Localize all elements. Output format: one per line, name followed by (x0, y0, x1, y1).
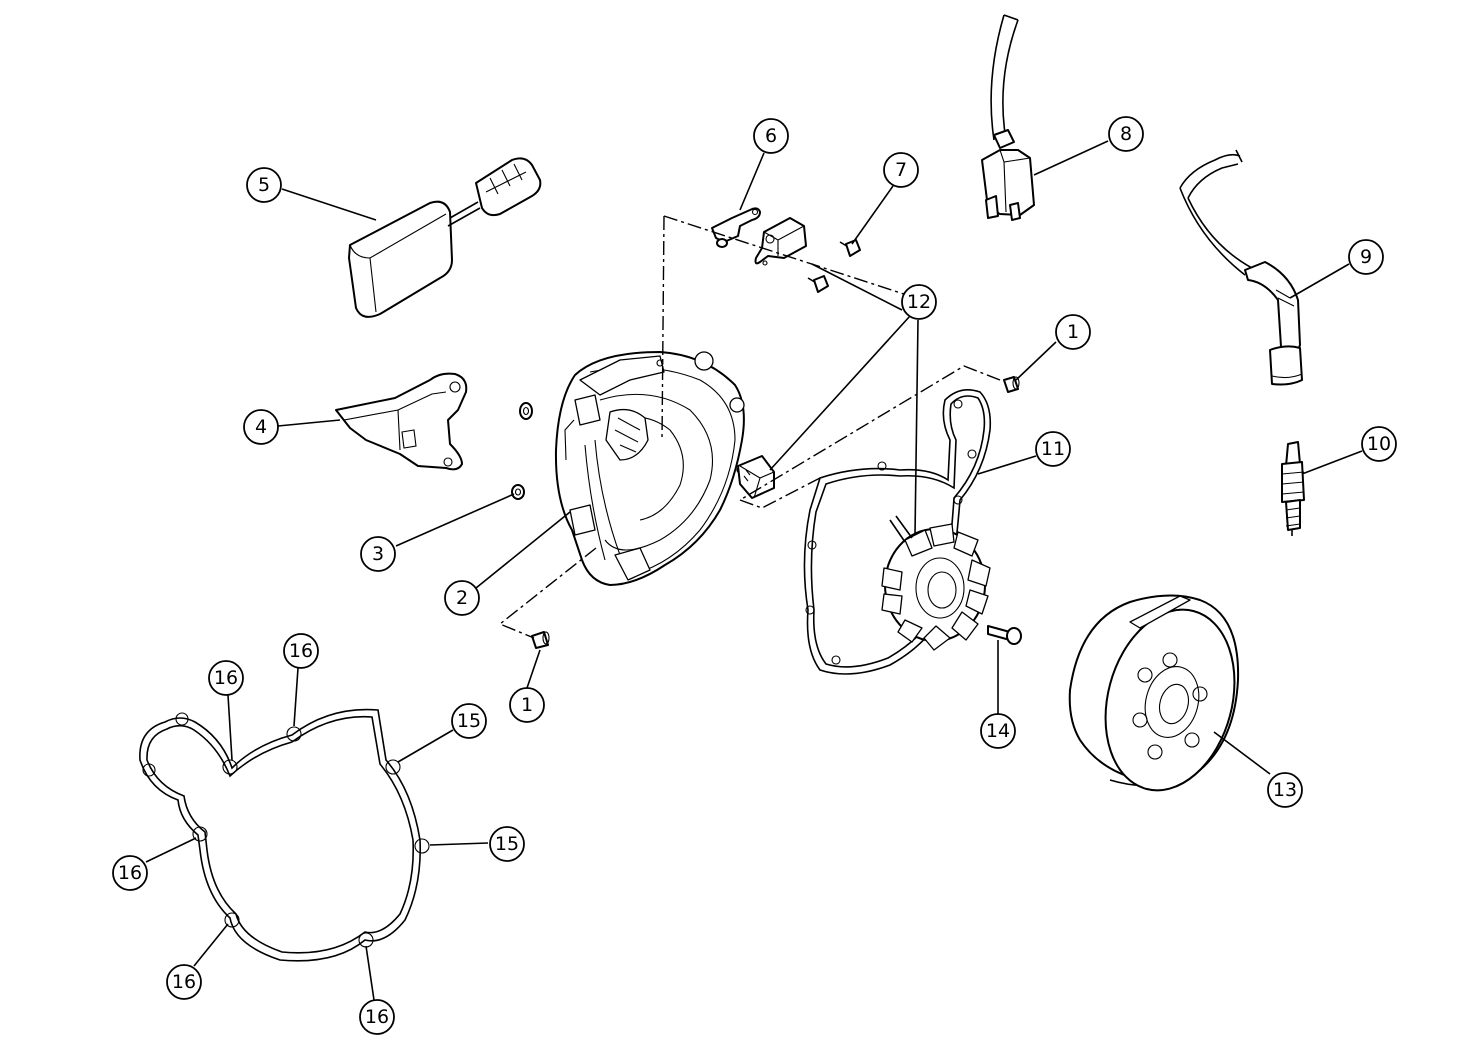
spark-plug-part (1281, 441, 1305, 536)
callout-11: 11 (1035, 431, 1071, 467)
stator-part (881, 515, 991, 651)
callout-15-upper: 15 (451, 703, 487, 739)
assembly-lines (498, 215, 1001, 639)
callout-label: 16 (289, 640, 313, 662)
callout-label: 11 (1041, 438, 1065, 460)
callout-label: 16 (118, 862, 142, 884)
callout-label: 16 (365, 1006, 389, 1028)
callout-1-top: 1 (1055, 314, 1091, 350)
callout-label: 4 (255, 416, 267, 438)
callout-12: 12 (901, 284, 937, 320)
callout-16-e: 16 (359, 999, 395, 1035)
cable-clamp-part (711, 207, 761, 248)
flywheel-part (1068, 594, 1240, 792)
callout-16-d: 16 (166, 964, 202, 1000)
callout-label: 15 (457, 710, 481, 732)
callout-label: 2 (456, 587, 468, 609)
screw-part (987, 625, 1022, 645)
callout-label: 16 (172, 971, 196, 993)
callout-1-bottom: 1 (509, 687, 545, 723)
leader-lines (145, 140, 1363, 1001)
ignition-cover-part (554, 351, 745, 586)
callout-16-a: 16 (208, 660, 244, 696)
grommet-part (737, 455, 775, 499)
pickup-sensor-part (754, 217, 807, 266)
callout-label: 15 (495, 833, 519, 855)
callout-9: 9 (1348, 239, 1384, 275)
callout-label: 3 (372, 543, 384, 565)
callout-label: 16 (214, 667, 238, 689)
callout-4: 4 (243, 409, 279, 445)
callout-label: 13 (1273, 779, 1297, 801)
cdi-unit-part (348, 157, 542, 318)
washer-part (511, 402, 533, 500)
callout-15-lower: 15 (489, 826, 525, 862)
callout-13: 13 (1267, 772, 1303, 808)
callout-label: 10 (1367, 433, 1391, 455)
ignition-coil-part (981, 14, 1035, 221)
bolt-part (807, 239, 861, 293)
callout-7: 7 (883, 152, 919, 188)
callout-label: 14 (986, 720, 1010, 742)
cover-gasket-part (139, 708, 430, 962)
callout-label: 6 (765, 125, 777, 147)
callout-label: 8 (1120, 123, 1132, 145)
callout-16-b: 16 (283, 633, 319, 669)
callout-5: 5 (246, 167, 282, 203)
callout-6: 6 (753, 118, 789, 154)
callout-14: 14 (980, 713, 1016, 749)
callout-label: 1 (521, 694, 533, 716)
callout-2: 2 (444, 580, 480, 616)
callout-8: 8 (1108, 116, 1144, 152)
bracket-part (335, 372, 468, 471)
callout-10: 10 (1361, 426, 1397, 462)
callout-label: 9 (1360, 246, 1372, 268)
callout-label: 7 (895, 159, 907, 181)
spark-plug-cap-part (1179, 149, 1303, 386)
callout-label: 1 (1067, 321, 1079, 343)
callout-16-c: 16 (112, 855, 148, 891)
callout-label: 12 (907, 291, 931, 313)
callout-3: 3 (360, 536, 396, 572)
callout-label: 5 (258, 174, 270, 196)
stator-gasket-part (803, 389, 992, 675)
dowel-pin-part (531, 376, 1020, 649)
